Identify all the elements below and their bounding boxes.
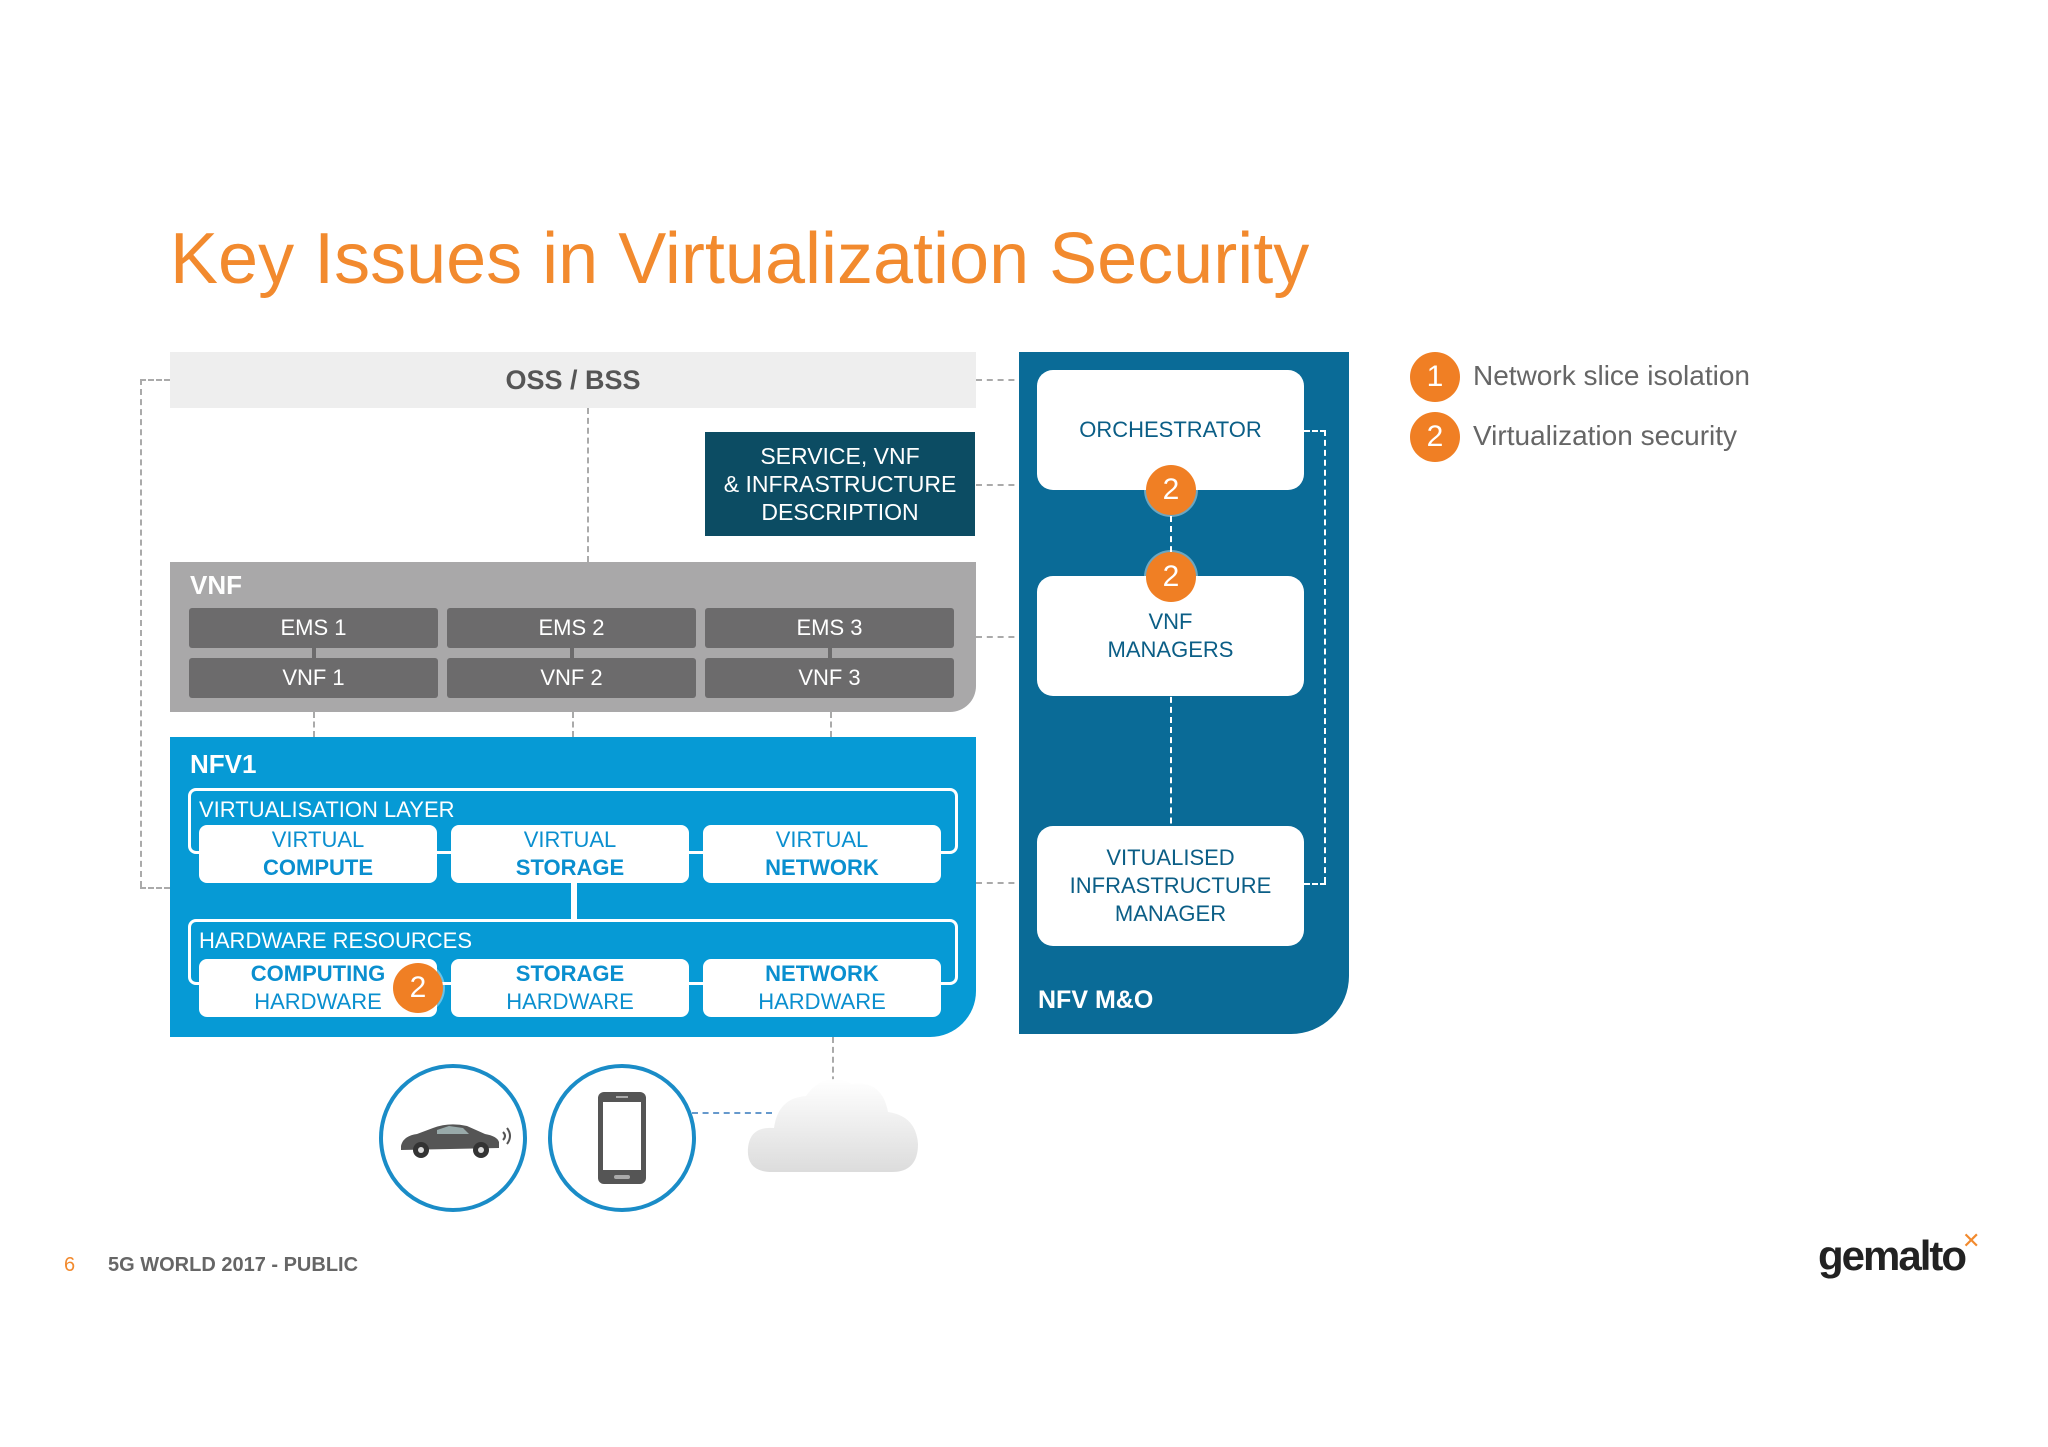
network-hardware-bottom: HARDWARE bbox=[758, 989, 886, 1014]
virtual-storage-top: VIRTUAL bbox=[523, 827, 617, 852]
virtual-network-top: VIRTUAL bbox=[775, 827, 869, 852]
connector bbox=[832, 1037, 834, 1112]
connector bbox=[692, 1112, 772, 1114]
footer-text: 5G WORLD 2017 - PUBLIC bbox=[108, 1254, 359, 1276]
ems-box: EMS 3 bbox=[705, 608, 954, 648]
nfv-mano-label: NFV M&O bbox=[1038, 986, 1154, 1014]
network-hardware-box: NETWORK HARDWARE bbox=[703, 959, 941, 1017]
nfv-mano-block: ORCHESTRATOR 2 VNF MANAGERS 2 VITUALISED… bbox=[1019, 352, 1349, 1034]
gemalto-logo: gemalto bbox=[1818, 1232, 1967, 1279]
service-description-box: SERVICE, VNF & INFRASTRUCTURE DESCRIPTIO… bbox=[705, 432, 975, 536]
computing-hardware-box: COMPUTING HARDWARE bbox=[199, 959, 437, 1017]
storage-hardware-bottom: HARDWARE bbox=[506, 989, 634, 1014]
connector bbox=[976, 636, 1036, 638]
vnf-managers-line2: MANAGERS bbox=[1107, 637, 1234, 662]
connector bbox=[976, 882, 1036, 884]
virtual-compute-top: VIRTUAL bbox=[271, 827, 365, 852]
virtual-storage-bottom: STORAGE bbox=[515, 855, 625, 880]
virtual-network-box: VIRTUAL NETWORK bbox=[703, 825, 941, 883]
smartphone-icon bbox=[548, 1064, 696, 1212]
connector bbox=[976, 379, 1036, 381]
link bbox=[570, 648, 574, 658]
storage-hardware-box: STORAGE HARDWARE bbox=[451, 959, 689, 1017]
ems-box: EMS 2 bbox=[447, 608, 696, 648]
connector bbox=[830, 712, 832, 737]
oss-bss-block: OSS / BSS bbox=[170, 352, 976, 408]
legend-badge-1: 1 bbox=[1410, 352, 1460, 402]
page-title: Key Issues in Virtualization Security bbox=[170, 219, 1310, 299]
storage-hardware-top: STORAGE bbox=[515, 961, 625, 986]
link bbox=[828, 648, 832, 658]
cloud-icon bbox=[742, 1062, 922, 1187]
link bbox=[571, 883, 577, 920]
virtual-compute-box: VIRTUAL COMPUTE bbox=[199, 825, 437, 883]
hardware-resources-label: HARDWARE RESOURCES bbox=[199, 928, 472, 953]
vnf-box: VNF 3 bbox=[705, 658, 954, 698]
virtual-network-bottom: NETWORK bbox=[765, 855, 879, 880]
connector bbox=[572, 712, 574, 737]
badge-2: 2 bbox=[393, 963, 443, 1013]
computing-hardware-top: COMPUTING bbox=[250, 961, 386, 986]
virtualisation-layer-label: VIRTUALISATION LAYER bbox=[199, 797, 455, 822]
vnf-label: VNF bbox=[190, 570, 242, 600]
nfvi-block: NFV1 VIRTUALISATION LAYER VIRTUAL COMPUT… bbox=[170, 737, 976, 1037]
orchestrator-label: ORCHESTRATOR bbox=[1079, 417, 1262, 442]
vnf-box: VNF 2 bbox=[447, 658, 696, 698]
vim-line2: INFRASTRUCTURE bbox=[1069, 873, 1272, 898]
vnf-managers-line1: VNF bbox=[1148, 609, 1193, 634]
connector bbox=[140, 379, 170, 381]
connector bbox=[1170, 516, 1172, 934]
link bbox=[312, 648, 316, 658]
vnf-block: VNF EMS 1 EMS 2 EMS 3 VNF 1 VNF 2 VNF 3 bbox=[170, 562, 976, 712]
connector bbox=[976, 484, 1036, 486]
nfvi-label: NFV1 bbox=[190, 749, 257, 779]
legend-text-2: Virtualization security bbox=[1473, 420, 1738, 451]
legend-badge-2: 2 bbox=[1410, 412, 1460, 462]
badge-2: 2 bbox=[1146, 465, 1196, 515]
ems-box: EMS 1 bbox=[189, 608, 438, 648]
vim-line3: MANAGER bbox=[1114, 901, 1227, 926]
connector bbox=[1324, 430, 1326, 883]
badge-2: 2 bbox=[1146, 552, 1196, 602]
logo-star-icon: ✕ bbox=[1962, 1228, 1981, 1253]
network-hardware-top: NETWORK bbox=[765, 961, 879, 986]
virtual-compute-bottom: COMPUTE bbox=[263, 855, 373, 880]
virtual-storage-box: VIRTUAL STORAGE bbox=[451, 825, 689, 883]
legend-text-1: Network slice isolation bbox=[1473, 360, 1750, 391]
connector bbox=[140, 379, 142, 887]
vim-line1: VITUALISED bbox=[1106, 845, 1235, 870]
connector bbox=[1304, 883, 1326, 885]
vim-box: VITUALISED INFRASTRUCTURE MANAGER bbox=[1037, 826, 1304, 946]
connector bbox=[140, 887, 170, 889]
car-icon bbox=[379, 1064, 527, 1212]
connector bbox=[313, 712, 315, 737]
connector bbox=[1304, 430, 1326, 432]
vnf-box: VNF 1 bbox=[189, 658, 438, 698]
computing-hardware-bottom: HARDWARE bbox=[254, 989, 382, 1014]
connector bbox=[587, 408, 589, 562]
page-number: 6 bbox=[64, 1254, 76, 1276]
